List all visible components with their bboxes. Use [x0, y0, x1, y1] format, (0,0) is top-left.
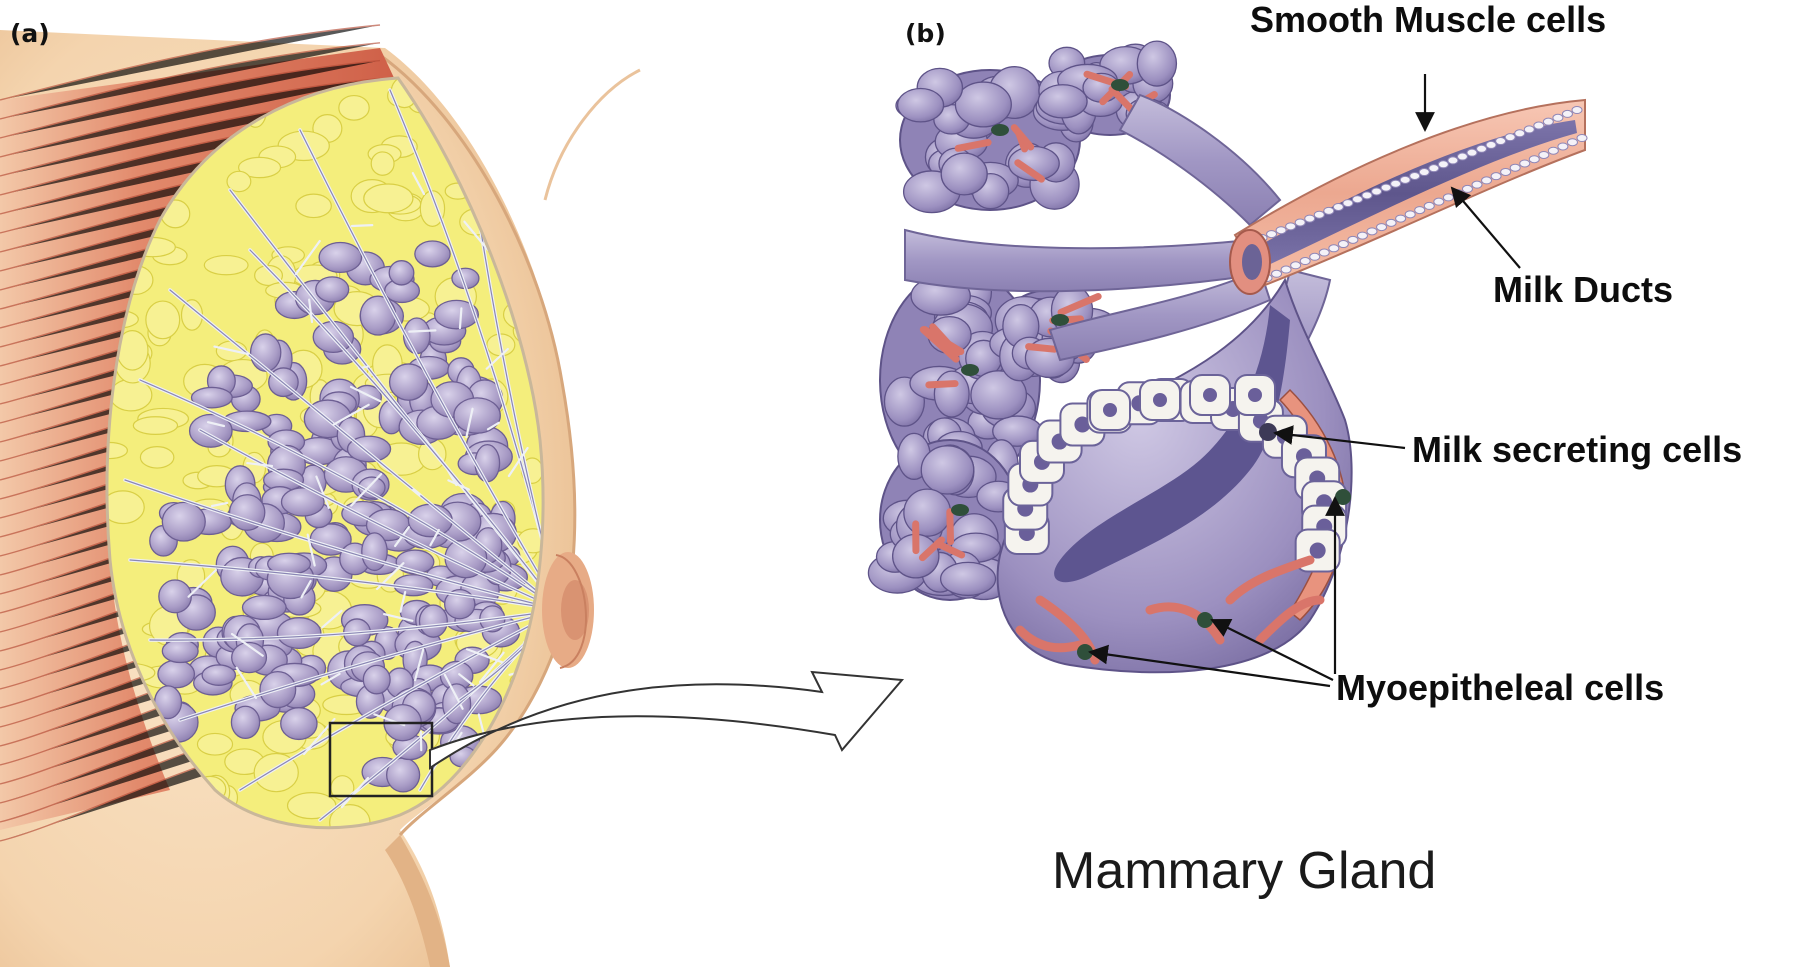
label-milk-ducts: Milk Ducts [1493, 269, 1673, 310]
label-milk-secreting-cells: Milk secreting cells [1412, 429, 1742, 470]
panel-a-label: (a) [10, 19, 50, 48]
milk-duct [1230, 100, 1587, 294]
panel-b-illustration [868, 41, 1587, 686]
panel-a-illustration [0, 25, 640, 967]
figure-title: Mammary Gland [1052, 842, 1436, 900]
nipple [542, 552, 594, 668]
panel-b-label: (b) [905, 19, 946, 48]
label-smooth-muscle-cells: Smooth Muscle cells [1250, 0, 1606, 40]
label-myoepitheleal-cells: Myoepitheleal cells [1336, 667, 1664, 708]
